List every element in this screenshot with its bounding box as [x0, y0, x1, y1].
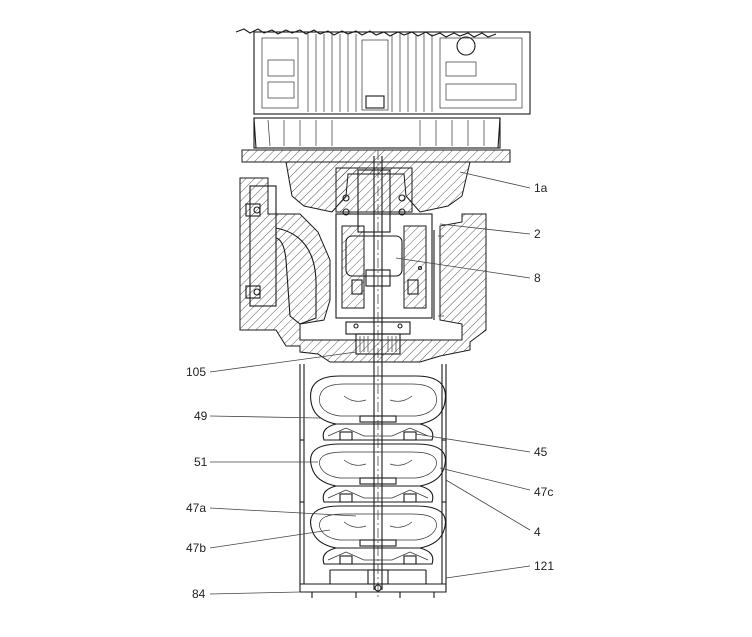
- label-47c: 47c: [534, 485, 553, 499]
- motor: [235, 28, 531, 149]
- label-45: 45: [534, 445, 548, 459]
- label-47b: 47b: [186, 541, 206, 555]
- label-105: 105: [186, 365, 206, 379]
- shaft: [365, 150, 391, 600]
- reference-labels: 1a 2 8 105 49 45 51 47c 47a 4 47b 121 84: [186, 181, 554, 601]
- label-121: 121: [534, 559, 554, 573]
- label-2: 2: [534, 227, 541, 241]
- label-1a: 1a: [534, 181, 548, 195]
- shaft-seal: [345, 321, 411, 355]
- label-8: 8: [534, 271, 541, 285]
- label-4: 4: [534, 525, 541, 539]
- leader-lines: [209, 171, 531, 595]
- label-84: 84: [192, 587, 206, 601]
- label-47a: 47a: [186, 501, 206, 515]
- chamber-stack: [299, 364, 447, 598]
- label-51: 51: [194, 455, 208, 469]
- label-49: 49: [194, 409, 208, 423]
